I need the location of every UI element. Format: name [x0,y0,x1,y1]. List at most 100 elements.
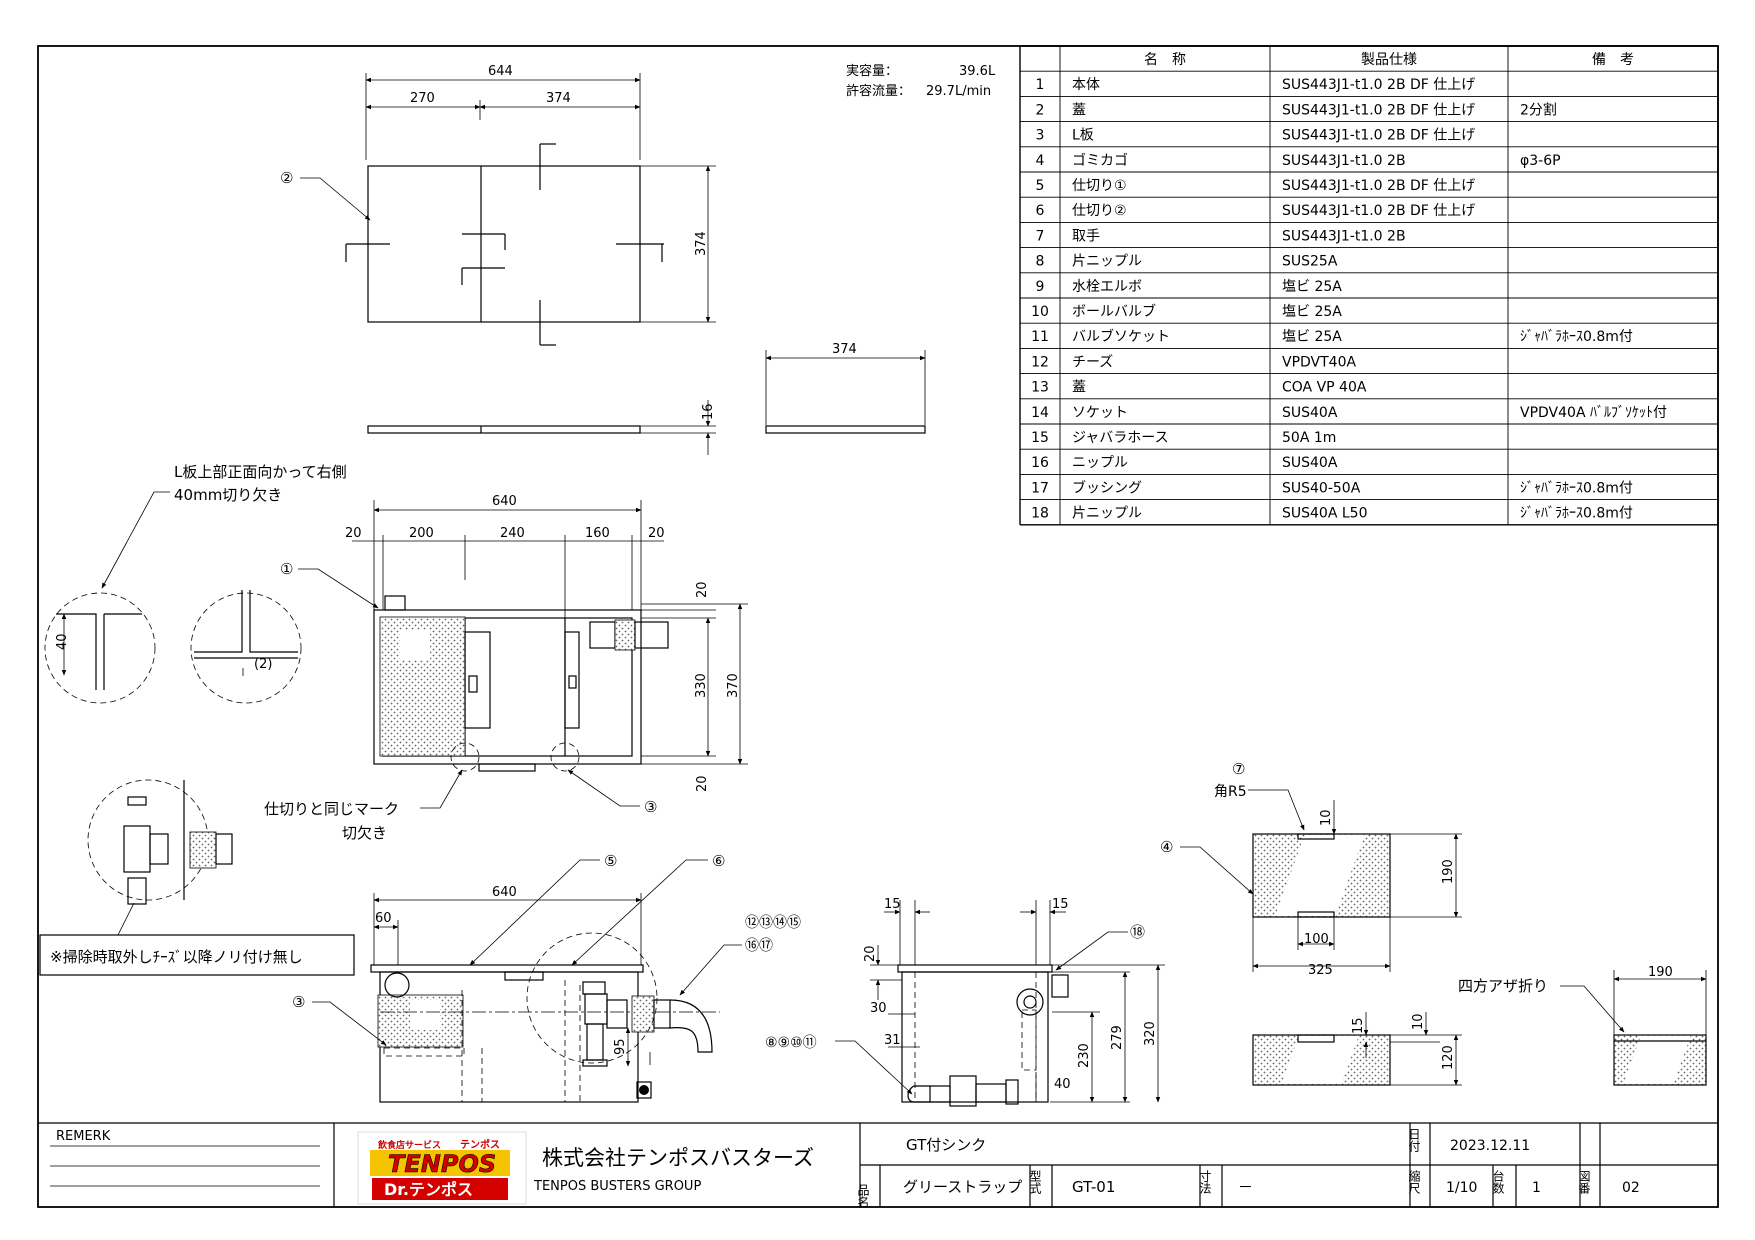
parts-table-no: 10 [1031,304,1049,320]
capacity-value: 39.6L [959,64,996,79]
parts-table-spec: 塩ビ 25A [1282,304,1342,320]
label-qty: 台数 [1491,1169,1505,1195]
parts-table-name: 片ニップル [1072,506,1142,522]
product-name: グリーストラップ [903,1178,1022,1196]
parts-table-spec: SUS40A L50 [1282,506,1367,522]
parts-table-spec: 塩ビ 25A [1282,329,1342,345]
basket-side-dim-120: 120 [1441,1045,1456,1070]
parts-table-name: チーズ [1072,354,1113,370]
parts-table-header: 名 称 [1144,52,1186,68]
parts-table-spec: SUS443J1-t1.0 2B [1282,228,1406,244]
lid-top-view: 644 270 374 374 ② 16 [280,64,716,455]
lid-callout: ② [280,169,293,187]
plan-view: 640 20 200 240 160 20 [133,494,748,842]
label-katashiki: 型式 [1028,1170,1042,1194]
parts-table-spec: SUS443J1-t1.0 2B DF 仕上げ [1282,178,1475,194]
parts-table-spec: SUS25A [1282,254,1338,270]
parts-table-no: 16 [1031,455,1049,471]
notch-note-2: 切欠き [342,824,387,842]
label-drawing: 図番 [1577,1170,1591,1195]
front-dim-total: 640 [492,885,517,900]
parts-table-no: 5 [1036,178,1045,194]
plan-dim-inner: 330 [694,673,709,698]
parts-table-note: φ3-6P [1520,153,1561,169]
parts-table-no: 3 [1036,128,1045,144]
parts-table-name: 片ニップル [1072,254,1142,270]
lid-dim-thick: 16 [701,403,716,420]
side-dim-279: 279 [1110,1025,1125,1050]
spec-block: 実容量： 39.6L 許容流量： 29.7L/min [846,63,996,99]
side-callout-18: ⑱ [1130,923,1145,941]
parts-table-spec: SUS443J1-t1.0 2B DF 仕上げ [1282,128,1475,144]
parts-table-note: ｼﾞｬﾊﾞﾗﾎｰｽ0.8m付 [1520,506,1633,522]
company-en: TENPOS BUSTERS GROUP [533,1179,701,1194]
fold-view: 四方アザ折り 190 [1458,965,1707,1086]
front-callout-6: ⑥ [712,852,725,870]
plan-dim-d: 160 [585,526,610,541]
date: 2023.12.11 [1450,1138,1530,1154]
parts-table-spec: SUS443J1-t1.0 2B DF 仕上げ [1282,203,1475,219]
parts-table-name: ジャバラホース [1072,430,1169,446]
parts-table-no: 18 [1031,506,1049,522]
basket-side-dim-10: 10 [1411,1013,1426,1030]
parts-table-spec: SUS443J1-t1.0 2B DF 仕上げ [1282,102,1475,118]
product-title: GT付シンク [906,1136,986,1154]
plan-dim-c: 240 [500,526,525,541]
parts-table-name: ソケット [1072,405,1128,421]
basket-side-dim-15: 15 [1351,1017,1366,1034]
flow-value: 29.7L/min [926,84,991,99]
parts-table-header: 製品仕様 [1361,52,1417,68]
parts-table-no: 2 [1036,102,1045,118]
side-view: 15 15 20 30 31 40 230 279 320 [765,897,1165,1107]
plan-callout-body: ① [280,560,293,578]
parts-table-no: 8 [1036,254,1045,270]
qty: 1 [1532,1180,1541,1196]
parts-table-name: ゴミカゴ [1072,152,1128,169]
basket-dim-100: 100 [1304,932,1329,947]
remark-label: REMERK [56,1129,111,1144]
parts-table-name: 水栓エルボ [1072,279,1142,295]
logo-arc-right: テンポス [460,1138,500,1151]
parts-table-header: 備 考 [1592,52,1634,68]
parts-table-no: 13 [1031,380,1049,396]
parts-table-no: 12 [1031,354,1049,370]
parts-table-spec: 塩ビ 25A [1282,279,1342,295]
lid-dim-right: 374 [546,91,571,106]
lid-side-dim: 374 [832,342,857,357]
plan-callout-lplate: ③ [644,798,657,816]
front-callout-pipe-1: ⑫⑬⑭⑮ [745,915,801,931]
tenpos-logo: 飲食店サービス テンポス TENPOS Dr.テンポス [357,1131,527,1205]
flow-label: 許容流量： [846,83,911,99]
parts-table-name: バルブソケット [1072,328,1170,345]
basket-corner: 角R5 [1214,784,1247,800]
title-block: REMERK 飲食店サービス テンポス TENPOS Dr.テンポス 株式会社テ… [38,1122,1718,1208]
detail-2-label: (2) [254,657,272,672]
basket-dim-190: 190 [1441,859,1456,884]
front-callout-3: ③ [292,993,305,1011]
basket-dim-10: 10 [1319,809,1334,826]
parts-table-name: L板 [1072,128,1094,144]
parts-table-note: ｼﾞｬﾊﾞﾗﾎｰｽ0.8m付 [1520,329,1633,345]
basket-view: ⑦ 角R5 10 190 100 325 ④ 15 10 [1160,760,1462,1086]
side-dim-30: 30 [870,1001,887,1016]
plan-dim-a: 20 [345,526,362,541]
parts-table-no: 4 [1036,153,1045,169]
parts-table-name: ブッシング [1072,479,1142,496]
sheet-border [37,45,1719,1208]
front-view: 640 60 95 ③ ⑤ ⑥ [292,852,801,1103]
parts-table-note: ｼﾞｬﾊﾞﾗﾎｰｽ0.8m付 [1520,480,1633,496]
parts-table-spec: 50A 1m [1282,430,1336,446]
parts-table-name: ボールバルブ [1072,303,1156,320]
label-hinmei: 品名 [856,1184,870,1208]
lid-dim-height: 374 [694,231,709,256]
company-jp: 株式会社テンポスバスターズ [542,1146,814,1170]
lplate-detail: L板上部正面向かって右側 40mm切り欠き 40 (2) ※掃除時取外しﾁｰｽﾞ… [39,463,355,976]
parts-table-name: ニップル [1072,455,1128,471]
parts-table-no: 7 [1036,228,1045,244]
side-dim-15a: 15 [884,897,901,912]
side-callout-valve: ⑧⑨⑩⑪ [765,1035,817,1051]
front-callout-5: ⑤ [604,852,617,870]
logo-arc-left: 飲食店サービス [377,1139,441,1151]
plan-dim-top: 20 [695,581,710,598]
